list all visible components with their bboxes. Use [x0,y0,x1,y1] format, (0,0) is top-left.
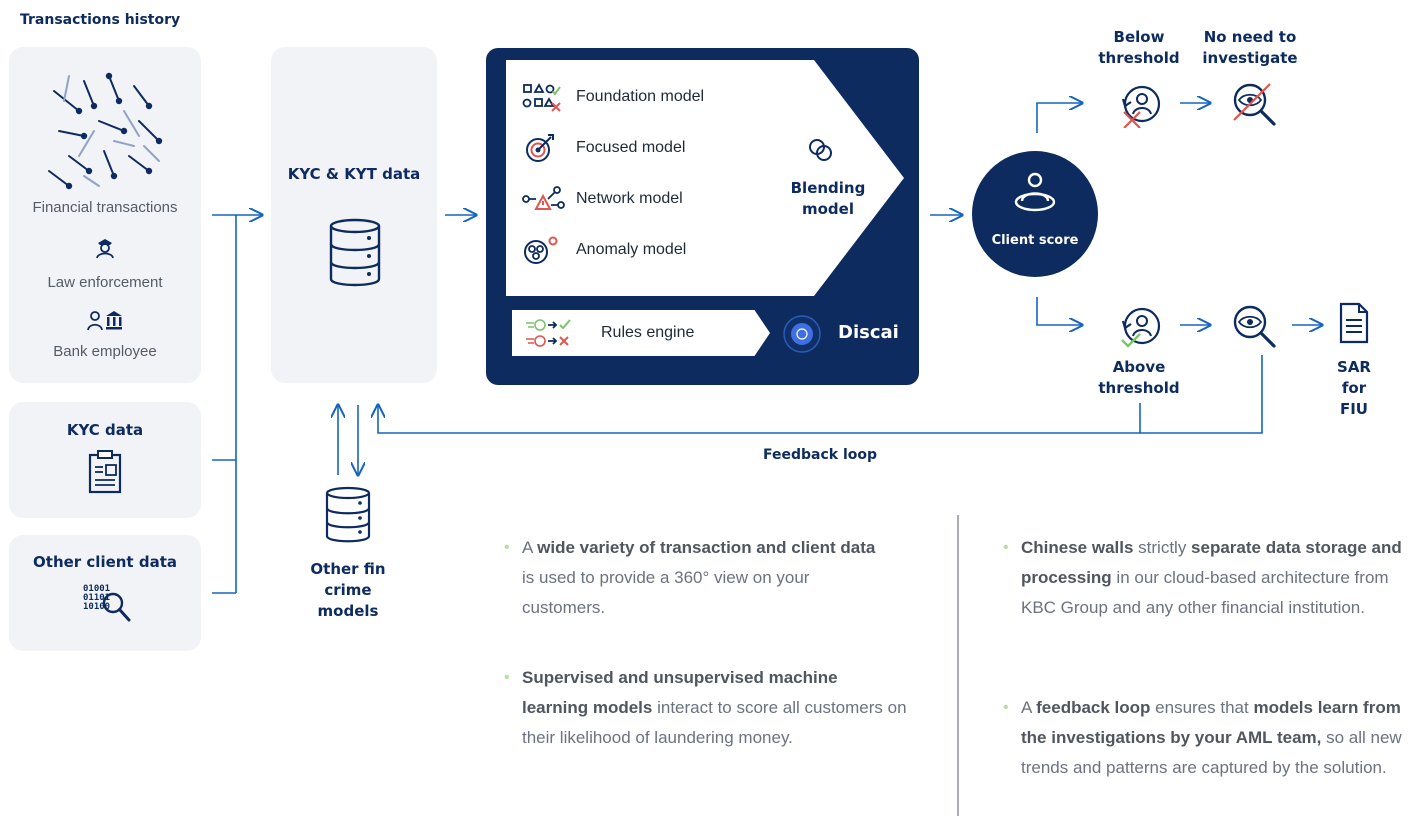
magnifier-icon [102,592,131,622]
bullet-emphasis: models learn from the investigations by … [1021,698,1401,747]
discai-brand-label: Discai [838,322,899,343]
bullet-span: ensures that [1150,698,1254,717]
rules-flow-icon [526,319,571,347]
client-score-label: Client score [991,233,1079,248]
title-line: threshold [1098,379,1180,397]
binary-line: 01101 [83,593,111,603]
eye-search-crossed-icon [1233,83,1276,126]
title-line: Blending [790,179,866,197]
database-icon [329,218,381,287]
bullet-dot: • [1003,699,1009,716]
bullet-span: A [1021,698,1037,717]
title-line: Other fin [310,560,386,578]
sar-for-fiu-title: SAR for FIU [1334,357,1374,420]
bullet-emphasis: separate data storage and processing [1021,538,1402,587]
network-model-label: Network model [576,190,683,207]
anomaly-cluster-icon [524,236,558,264]
bullet-dot: • [1003,539,1009,556]
below-threshold-title: Below threshold [1084,27,1194,69]
no-need-to-investigate-title: No need to investigate [1188,27,1312,69]
kyc-kyt-panel: KYC & KYT data [271,47,437,383]
other-fin-crime-models-title: Other fin crime models [290,559,406,622]
bullet-list-left-1: • A wide variety of transaction and clie… [504,533,892,623]
document-icon [1339,302,1369,344]
bullet-span: strictly [1133,538,1192,557]
title-line: Above [1112,358,1166,376]
title-line: FIU [1339,400,1368,418]
above-threshold-title: Above threshold [1084,357,1194,399]
anomaly-model-item: Anomaly model [512,228,770,273]
bullet-list-left-2: • Supervised and unsupervised machine le… [504,663,908,753]
rules-engine-label: Rules engine [601,324,695,341]
title-line: threshold [1098,49,1180,67]
bullet-span: so all new trends and patterns are captu… [1021,728,1402,777]
bank-employee-icon [87,311,122,331]
title-line: for [1341,379,1367,397]
binary-line: 01001 [83,584,111,594]
transactions-panel: Financial transactions Law enforcement B… [9,47,201,383]
bullet-emphasis: Supervised and unsupervised machine lear… [522,668,838,717]
blending-model-title: Blending model [776,178,880,220]
bullet-emphasis: wide variety of transaction and client d… [537,538,876,557]
law-enforcement-label: Law enforcement [47,274,163,291]
other-client-data-title: Other client data [33,553,177,571]
bullet-list-right-2: • A feedback loop ensures that models le… [1003,693,1411,783]
title-line: Below [1113,28,1165,46]
transactions-history-title: Transactions history [20,12,181,28]
discai-logo-icon [783,315,821,353]
shapes-icon [522,83,561,112]
title-line: model [802,200,854,218]
bullet-span: in our cloud-based architecture from KBC… [1021,568,1389,617]
title-line: crime [324,581,372,599]
title-line: models [317,602,379,620]
bullet-text: A wide variety of transaction and client… [522,538,875,617]
rules-engine-item: Rules engine [512,310,770,356]
focused-model-label: Focused model [576,139,686,156]
bullet-emphasis: Chinese walls [1021,538,1134,557]
kyc-data-panel: KYC data [9,402,201,518]
bullet-text: A feedback loop ensures that models lear… [1021,698,1402,777]
bullet-text: Chinese walls strictly separate data sto… [1021,538,1402,617]
bullet-span: interact to score all customers on their… [522,698,907,747]
bank-employee-label: Bank employee [53,343,157,360]
user-orbit-icon [1014,172,1056,212]
blending-circles-icon [809,139,832,161]
other-client-data-panel: Other client data 01001 01101 10100 [9,535,201,651]
title-line: SAR [1337,358,1371,376]
user-refresh-cross-icon [1121,85,1161,128]
feedback-loop-label: Feedback loop [762,447,878,463]
bullet-text: Supervised and unsupervised machine lear… [522,668,907,747]
discai-engine-panel: Foundation model Focused model Network m… [486,48,919,385]
binary-data-text: 01001 01101 10100 [83,585,110,612]
database-icon [325,486,371,543]
anomaly-model-label: Anomaly model [576,241,687,258]
client-score-circle: Client score [972,151,1098,277]
kyc-kyt-title: KYC & KYT data [287,165,421,183]
foundation-model-label: Foundation model [576,88,705,105]
bullet-list-right-1: • Chinese walls strictly separate data s… [1003,533,1411,623]
transactions-network-icon [48,72,163,190]
bullet-dot: • [504,669,510,686]
bullet-dot: • [504,539,510,556]
police-officer-icon [96,239,114,259]
foundation-model-item: Foundation model [512,75,770,120]
bullet-span: is used to provide a 360° view on your c… [522,568,810,617]
clipboard-id-icon [88,450,122,494]
bullet-span: A [522,538,538,557]
network-model-item: Network model [512,177,770,222]
title-line: investigate [1202,49,1298,67]
focused-model-item: Focused model [512,126,770,171]
target-icon [526,134,554,162]
network-warning-icon [522,186,565,210]
title-line: No need to [1203,28,1297,46]
bullet-emphasis: feedback loop [1036,698,1151,717]
financial-transactions-label: Financial transactions [32,199,178,216]
eye-search-icon [1233,305,1276,348]
binary-line: 10100 [83,602,111,612]
kyc-data-title: KYC data [66,421,144,439]
user-refresh-check-icon [1121,307,1161,348]
